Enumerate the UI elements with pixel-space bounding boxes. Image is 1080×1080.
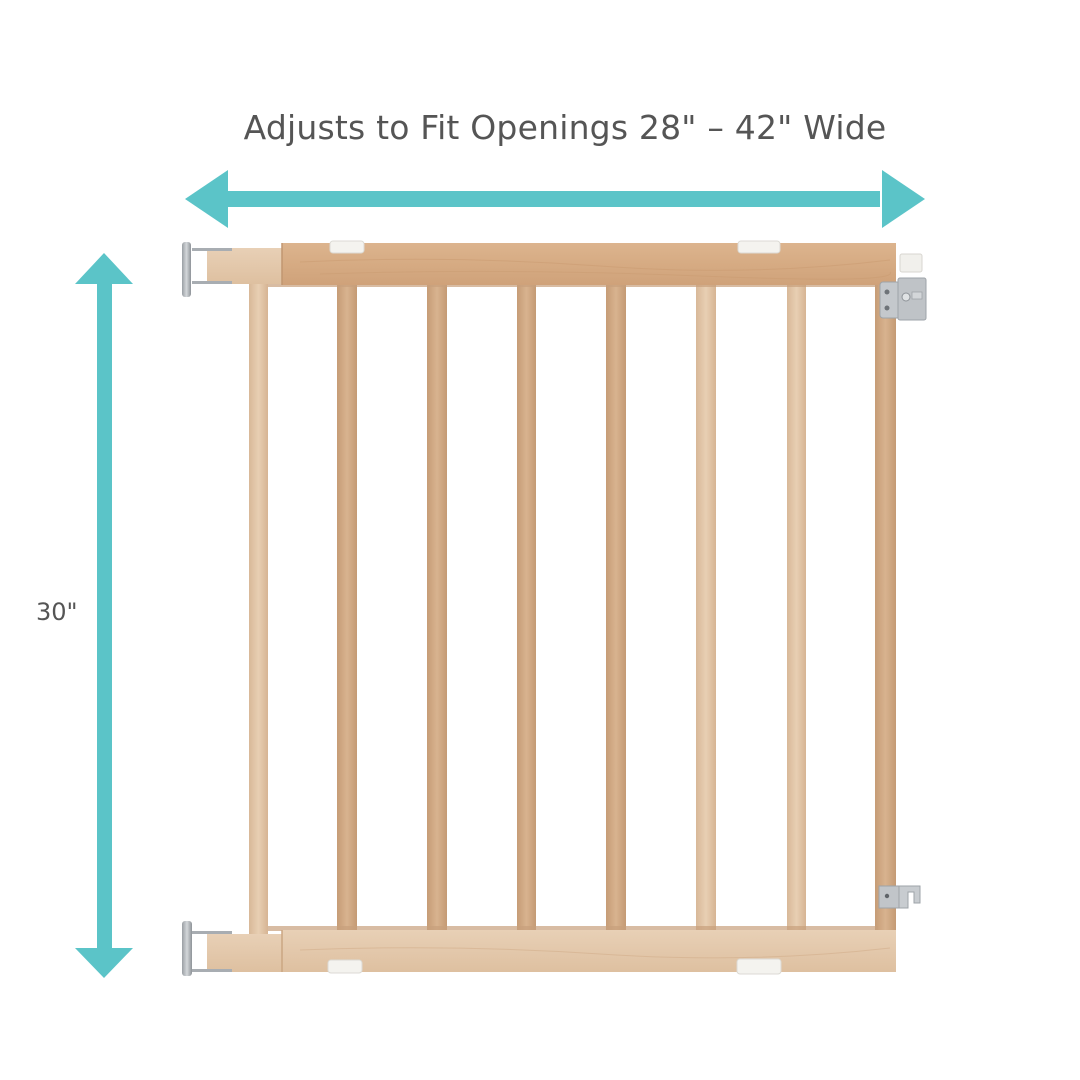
- wooden-gate: [182, 240, 927, 976]
- latch-icon: [879, 253, 927, 321]
- height-arrow-icon: [75, 253, 133, 978]
- height-dimension-label: 30": [36, 598, 78, 626]
- bottom-left-mount-bracket: [182, 921, 232, 976]
- bottom-left-pad: [327, 959, 363, 974]
- top-left-pad: [329, 240, 365, 254]
- top-right-pad: [737, 240, 781, 254]
- bottom-right-pad: [736, 958, 782, 975]
- width-arrow-icon: [185, 170, 925, 228]
- bottom-hook-bracket: [878, 885, 921, 909]
- gate-slats: [249, 284, 896, 934]
- headline-width-range: Adjusts to Fit Openings 28" – 42" Wide: [243, 108, 887, 147]
- bottom-rail: [207, 930, 896, 975]
- top-left-mount-bracket: [182, 242, 232, 297]
- top-rail: [207, 240, 896, 285]
